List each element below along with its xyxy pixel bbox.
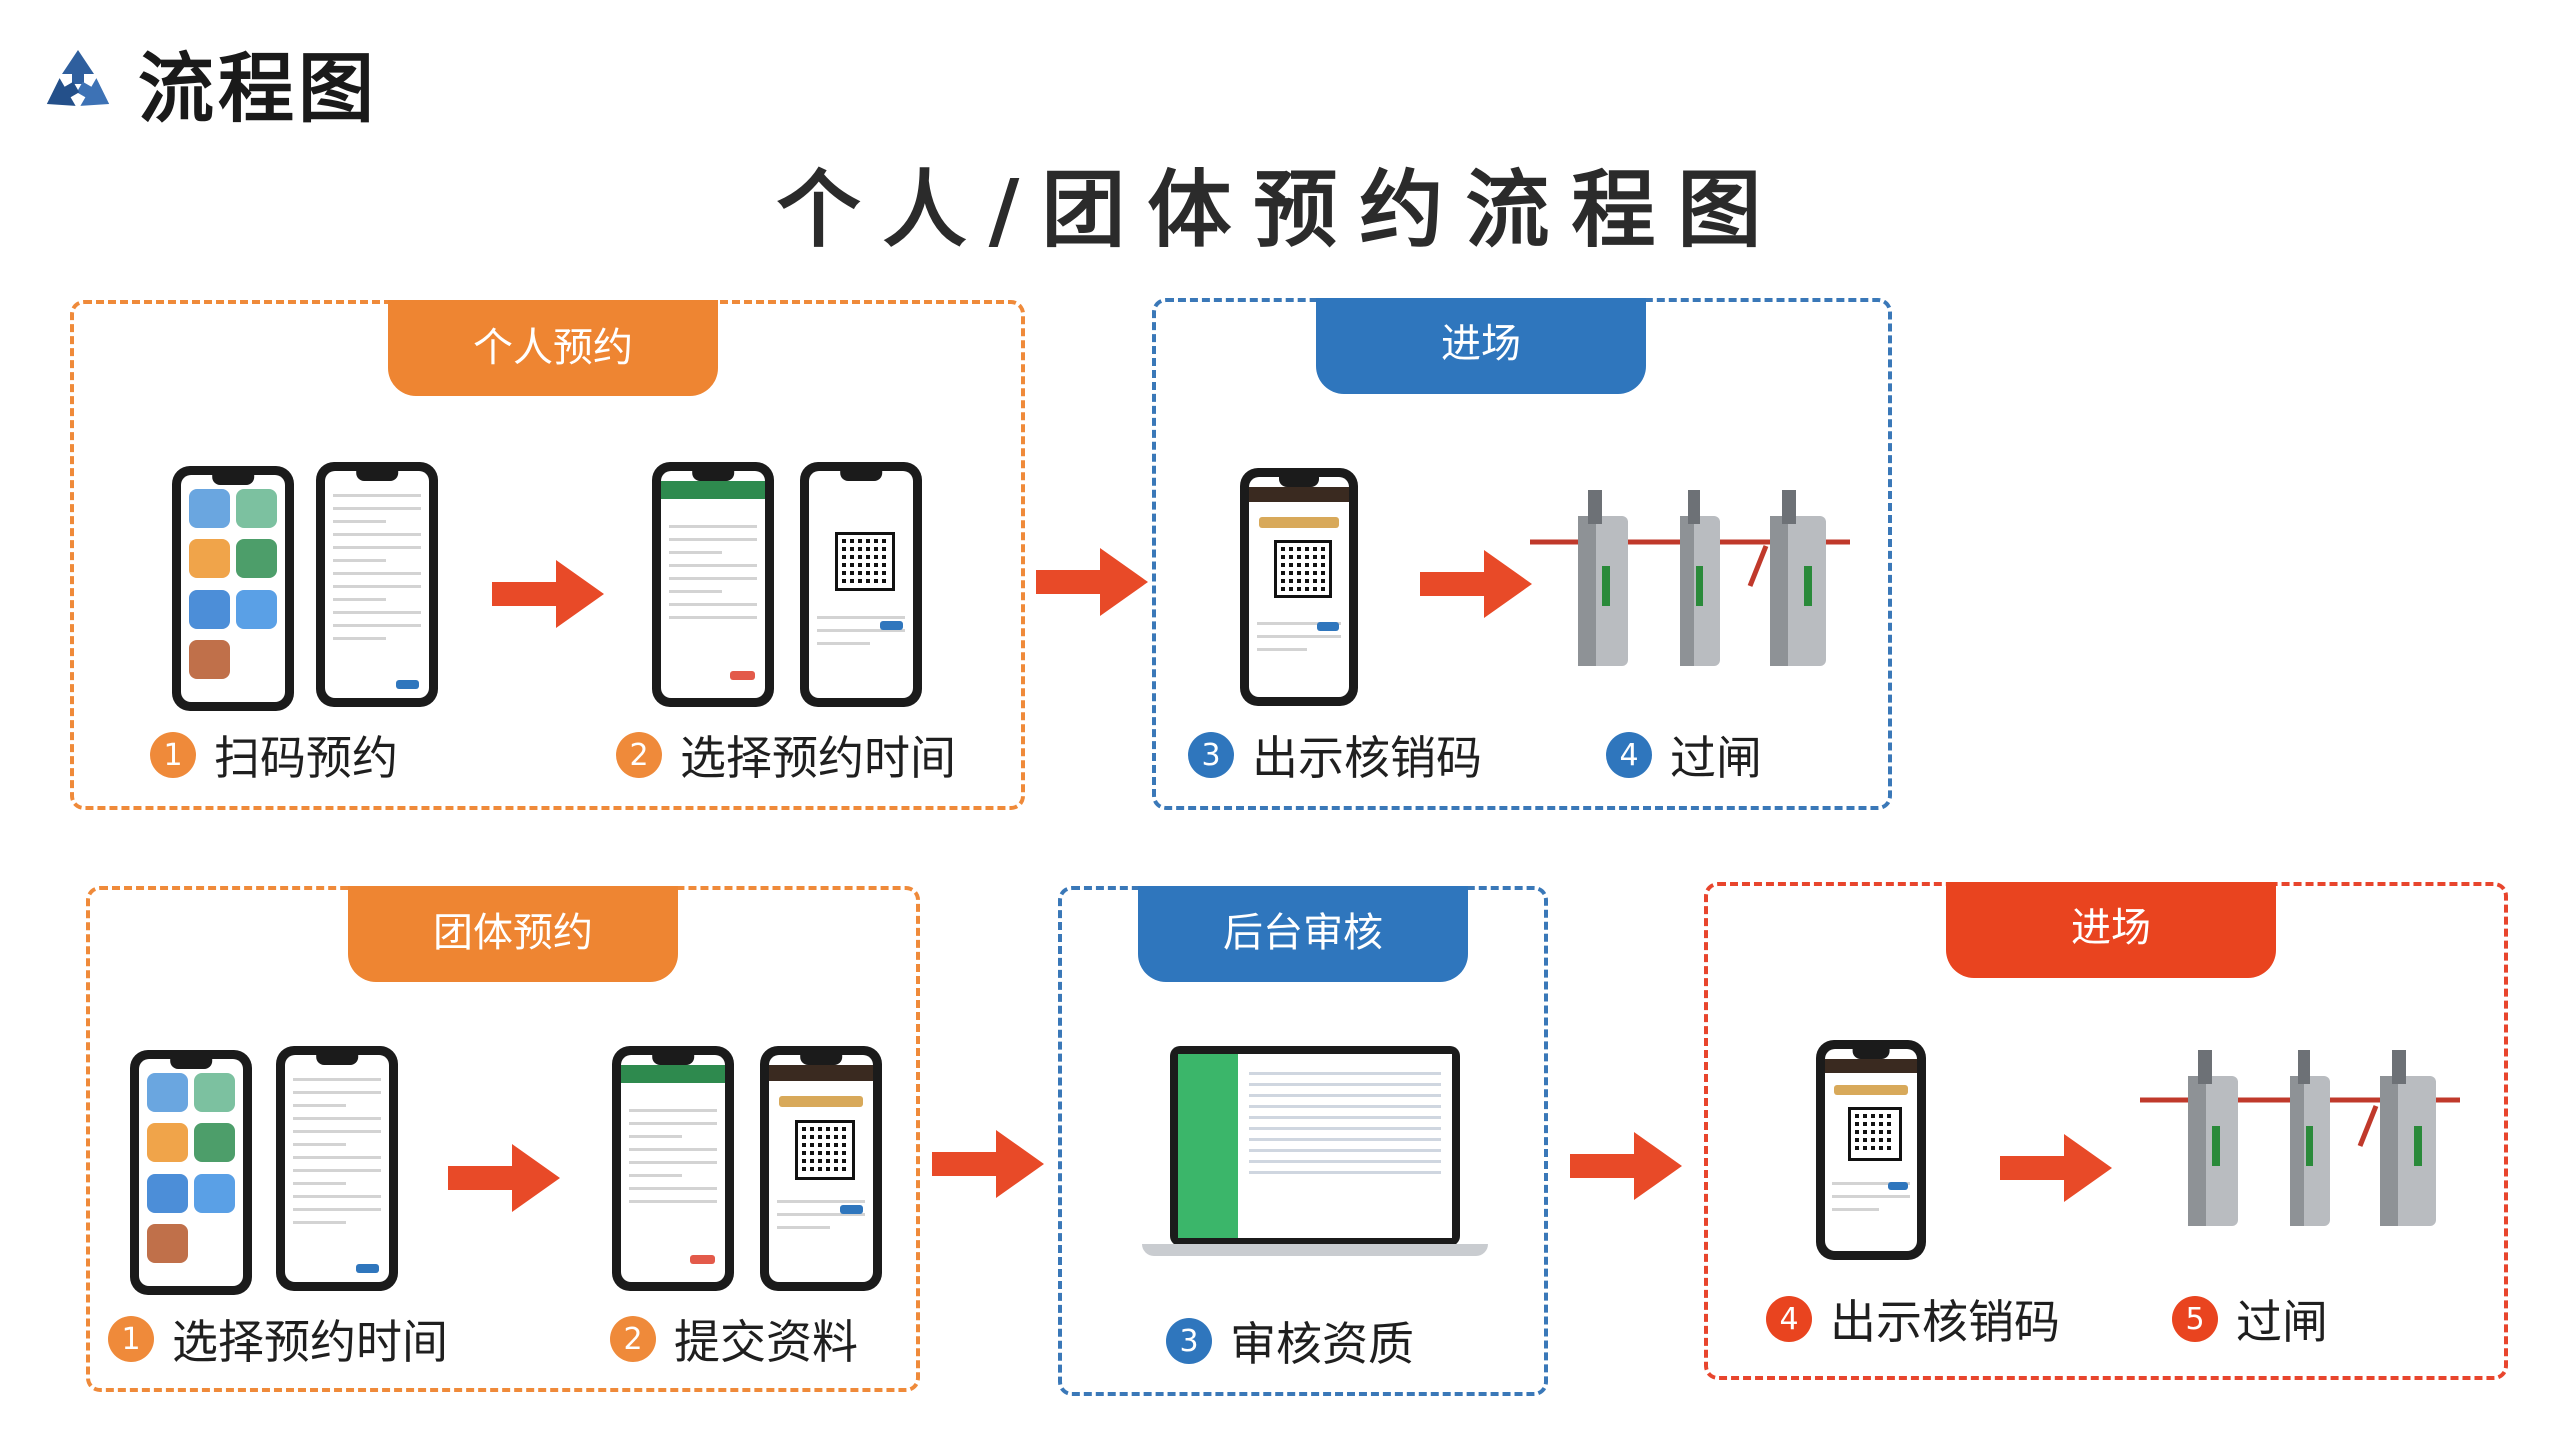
phone-app-home	[130, 1050, 252, 1295]
arrow-icon	[2000, 1134, 2112, 1202]
review-label: 后台审核	[1138, 886, 1468, 982]
step-number: 1	[150, 732, 196, 778]
step-text: 过闸	[1670, 731, 1762, 785]
header-title: 流程图	[138, 44, 378, 133]
turnstile-gate-icon	[2140, 1050, 2460, 1226]
step-number: 3	[1166, 1318, 1212, 1364]
step-number: 2	[616, 732, 662, 778]
step-text: 出示核销码	[1830, 1295, 2060, 1349]
phone-booking-form	[652, 462, 774, 707]
personal-step-1: 1 扫码预约	[150, 722, 398, 788]
arrow-icon	[492, 560, 604, 628]
step-text: 审核资质	[1230, 1317, 1414, 1371]
step-number: 4	[1766, 1296, 1812, 1342]
step-number: 1	[108, 1316, 154, 1362]
arrow-icon	[1570, 1132, 1682, 1200]
group-entry-step-5: 5 过闸	[2172, 1286, 2328, 1352]
group-step-1: 1 选择预约时间	[108, 1306, 448, 1372]
recycle-arrows-icon	[46, 50, 110, 106]
step-text: 过闸	[2236, 1295, 2328, 1349]
step-number: 3	[1188, 732, 1234, 778]
group-booking-label: 团体预约	[348, 886, 678, 982]
step-text: 提交资料	[674, 1315, 858, 1369]
personal-step-2: 2 选择预约时间	[616, 722, 956, 788]
arrow-icon	[932, 1130, 1044, 1198]
phone-qr-code	[760, 1046, 882, 1291]
step-number: 4	[1606, 732, 1652, 778]
step-text: 出示核销码	[1252, 731, 1482, 785]
personal-entry-label: 进场	[1316, 298, 1646, 394]
step-text: 选择预约时间	[172, 1315, 448, 1369]
turnstile-gate-icon	[1530, 490, 1850, 666]
phone-verify-code	[1816, 1040, 1926, 1260]
group-step-2: 2 提交资料	[610, 1306, 858, 1372]
phone-venue-list	[276, 1046, 398, 1291]
group-entry-label: 进场	[1946, 882, 2276, 978]
step-text: 选择预约时间	[680, 731, 956, 785]
personal-entry-step-4: 4 过闸	[1606, 722, 1762, 788]
arrow-icon	[1420, 550, 1532, 618]
step-text: 扫码预约	[214, 731, 398, 785]
main-title: 个人/团体预约流程图	[776, 161, 1784, 259]
review-step-3: 3 审核资质	[1166, 1308, 1414, 1374]
group-entry-step-4: 4 出示核销码	[1766, 1286, 2060, 1352]
arrow-icon	[448, 1144, 560, 1212]
arrow-icon	[1036, 548, 1148, 616]
phone-app-home	[172, 466, 294, 711]
phone-qr-code	[800, 462, 922, 707]
personal-booking-label: 个人预约	[388, 300, 718, 396]
phone-verify-code	[1240, 468, 1358, 706]
personal-entry-step-3: 3 出示核销码	[1188, 722, 1482, 788]
phone-venue-list	[316, 462, 438, 707]
step-number: 2	[610, 1316, 656, 1362]
step-number: 5	[2172, 1296, 2218, 1342]
phone-booking-form	[612, 1046, 734, 1291]
laptop-admin-console	[1142, 1046, 1488, 1266]
